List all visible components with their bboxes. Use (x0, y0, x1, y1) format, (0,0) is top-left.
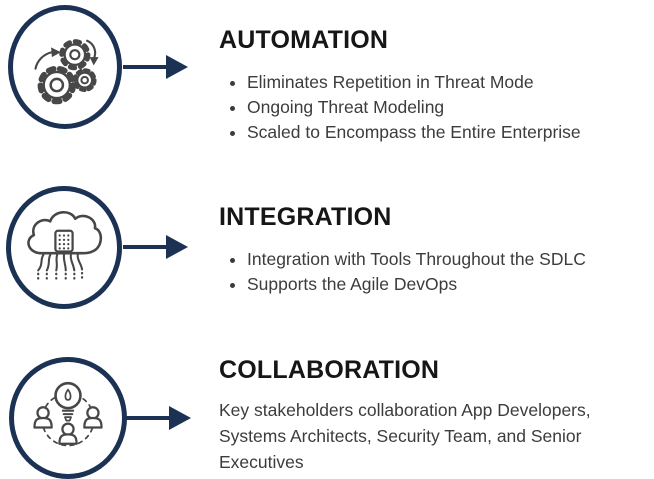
automation-section: AUTOMATION Eliminates Repetition in Thre… (219, 26, 654, 145)
collaboration-section: COLLABORATION Key stakeholders collabora… (219, 356, 654, 475)
cloud-network-icon (27, 210, 103, 283)
arrow-icon (123, 235, 188, 259)
arrow-head (169, 406, 191, 430)
arrow-icon (123, 55, 188, 79)
arrow-shaft (123, 245, 166, 249)
bullet-item: Supports the Agile DevOps (247, 272, 654, 297)
integration-bullet-list: Integration with Tools Throughout the SD… (219, 247, 654, 297)
section-title-collaboration: COLLABORATION (219, 356, 440, 384)
section-title-automation: AUTOMATION (219, 26, 389, 54)
people-lightbulb-icon (33, 381, 103, 447)
arrow-shaft (123, 65, 166, 69)
arrow-head (166, 235, 188, 259)
arrow-icon (126, 406, 191, 430)
section-title-integration: INTEGRATION (219, 203, 392, 231)
automation-bullet-list: Eliminates Repetition in Threat Mode Ong… (219, 70, 654, 145)
bullet-item: Eliminates Repetition in Threat Mode (247, 70, 654, 95)
bullet-item: Ongoing Threat Modeling (247, 95, 654, 120)
collaboration-description: Key stakeholders collaboration App Devel… (219, 400, 591, 472)
integration-icon-circle (6, 186, 122, 309)
gears-icon (34, 39, 99, 105)
bullet-item: Integration with Tools Throughout the SD… (247, 247, 654, 272)
bullet-item: Scaled to Encompass the Entire Enterpris… (247, 120, 654, 145)
collaboration-icon-circle (9, 357, 127, 479)
integration-section: INTEGRATION Integration with Tools Throu… (219, 203, 654, 297)
arrow-shaft (126, 416, 169, 420)
arrow-head (166, 55, 188, 79)
automation-icon-circle (8, 5, 122, 129)
